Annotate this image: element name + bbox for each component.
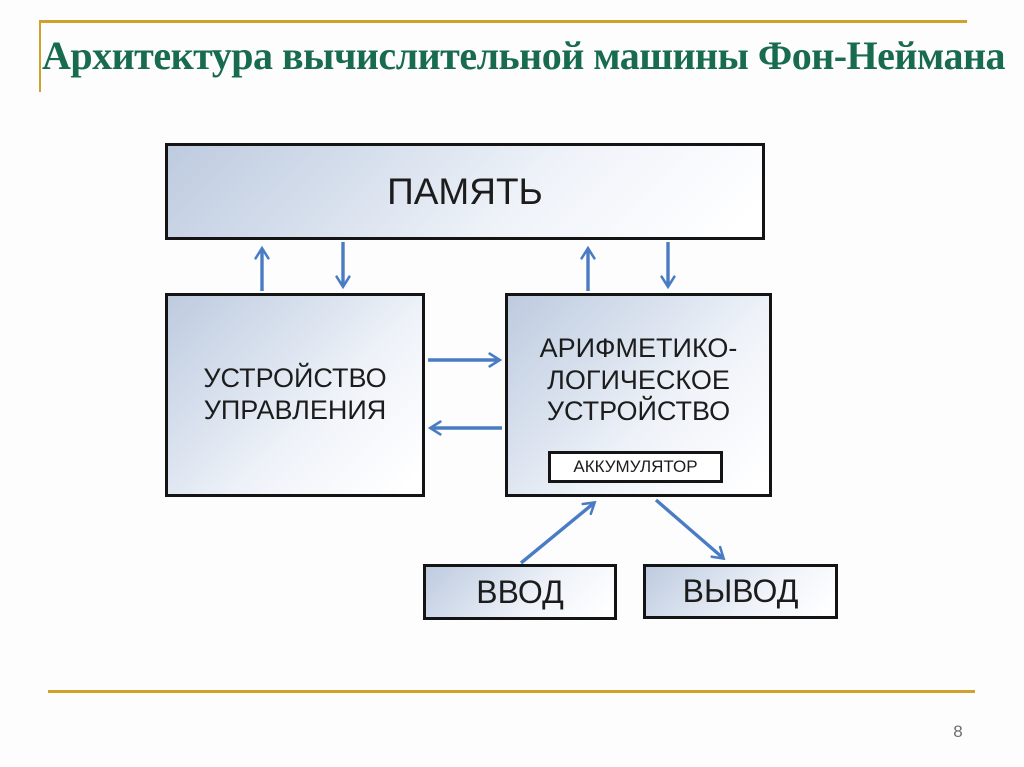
page-number: 8 xyxy=(953,722,963,741)
control-unit-box: УСТРОЙСТВО УПРАВЛЕНИЯ xyxy=(165,293,425,497)
accumulator-box: АККУМУЛЯТОР xyxy=(548,451,723,483)
control-unit-label: УСТРОЙСТВО УПРАВЛЕНИЯ xyxy=(203,363,387,425)
arrow-input-to-alu xyxy=(519,500,597,565)
slide-title: Архитектура вычислительной машины Фон-Не… xyxy=(42,33,1006,78)
output-box: ВЫВОД xyxy=(643,564,838,619)
input-box: ВВОД xyxy=(423,564,617,620)
title-accent-line-top xyxy=(40,20,967,23)
alu-box: АРИФМЕТИКО- ЛОГИЧЕСКОЕ УСТРОЙСТВО АККУМУ… xyxy=(505,293,772,497)
arrow-alu-to-output xyxy=(654,498,726,561)
accumulator-label: АККУМУЛЯТОР xyxy=(573,457,698,477)
title-accent-line-left xyxy=(39,20,41,92)
memory-label: ПАМЯТЬ xyxy=(387,170,543,212)
footer-accent-line xyxy=(48,690,975,693)
output-label: ВЫВОД xyxy=(682,573,799,609)
input-label: ВВОД xyxy=(476,573,564,610)
memory-box: ПАМЯТЬ xyxy=(165,143,765,240)
alu-label: АРИФМЕТИКО- ЛОГИЧЕСКОЕ УСТРОЙСТВО xyxy=(539,333,738,427)
